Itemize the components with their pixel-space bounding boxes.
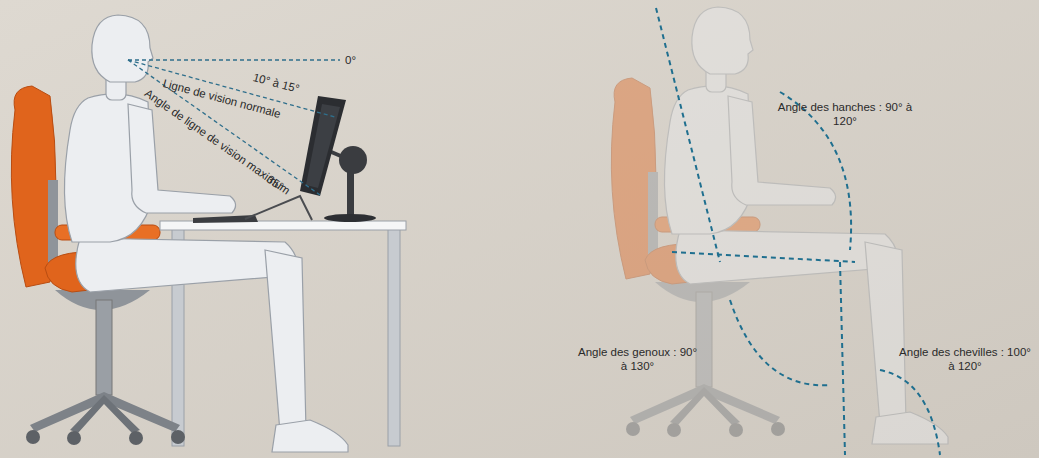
vision-label: 0° <box>345 53 356 67</box>
left-scene <box>11 15 406 452</box>
angle-label: Angle des chevilles : 100° à 120° <box>895 345 1035 373</box>
right-scene <box>611 7 948 455</box>
angle-label: Angle des genoux : 90° à 130° <box>575 345 700 373</box>
vision-label: 10° à 15° <box>251 70 301 96</box>
angle-label: Angle des hanches : 90° à 120° <box>770 100 920 128</box>
